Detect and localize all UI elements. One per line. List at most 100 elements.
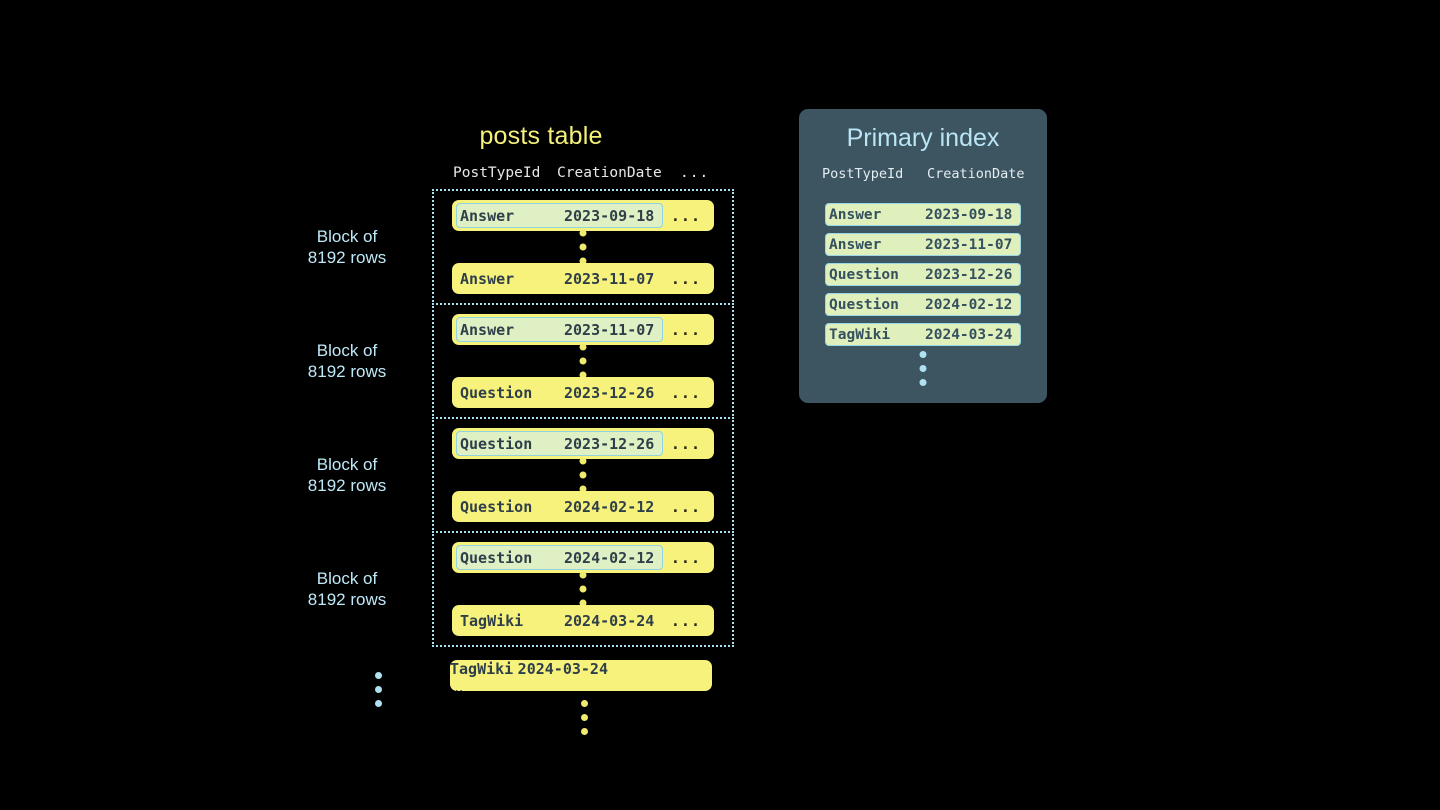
- index-cell-creationdate: 2023-09-18: [925, 206, 1013, 223]
- cell-more: ...: [670, 269, 701, 288]
- cell-more: ...: [670, 383, 701, 402]
- cell-posttypeid: Answer: [460, 320, 515, 339]
- cell-creationdate: 2023-11-07: [564, 320, 655, 339]
- dot: [579, 599, 587, 607]
- index-cell-posttypeid: Question: [829, 296, 899, 313]
- index-cell-creationdate: 2024-03-24: [925, 326, 1013, 343]
- dot: [579, 485, 587, 493]
- table-row: Question 2024-02-12 ...: [452, 542, 714, 573]
- cell-more: ...: [670, 611, 701, 630]
- dot: [581, 728, 588, 735]
- row-cells-highlighted: Question 2024-02-12: [456, 545, 663, 570]
- blocks-column: Block of 8192 rows Answer 2023-09-18 ...…: [308, 189, 734, 647]
- column-header-creationdate: CreationDate: [557, 165, 662, 181]
- cell-posttypeid: Question: [460, 383, 533, 402]
- row-cells-highlighted: Answer 2023-09-18: [456, 203, 663, 228]
- index-row: Question 2024-02-12: [825, 293, 1021, 316]
- index-column-header-posttypeid: PostTypeId: [822, 166, 904, 182]
- primary-index-title: Primary index: [846, 124, 1000, 152]
- cell-creationdate: 2023-12-26: [564, 434, 655, 453]
- dot: [579, 471, 587, 479]
- block-3-label: Block of 8192 rows: [272, 454, 422, 497]
- block-4: Block of 8192 rows Question 2024-02-12 .…: [308, 531, 734, 647]
- cell-more: ...: [670, 206, 701, 225]
- cell-posttypeid: Question: [460, 497, 533, 516]
- dot: [581, 700, 588, 707]
- dot: [375, 672, 382, 679]
- row-cells-highlighted: TagWiki 2024-03-24: [450, 660, 712, 679]
- table-row: TagWiki 2024-03-24 ...: [452, 605, 714, 636]
- cell-posttypeid: Answer: [460, 206, 515, 225]
- vertical-ellipsis-dots: [579, 457, 587, 493]
- table-row: Answer 2023-09-18 ...: [452, 200, 714, 231]
- index-cell-posttypeid: Answer: [829, 206, 882, 223]
- dot: [579, 457, 587, 465]
- cell-more: ...: [450, 679, 464, 696]
- dot: [375, 686, 382, 693]
- block-3-label-line1: Block of: [316, 454, 378, 474]
- dot: [919, 379, 927, 386]
- cell-posttypeid: Question: [460, 548, 533, 567]
- cell-creationdate: 2024-03-24: [517, 660, 608, 678]
- table-row: Question 2024-02-12 ...: [452, 491, 714, 522]
- cell-creationdate: 2023-12-26: [564, 383, 655, 402]
- posts-table-column-headers: PostTypeId CreationDate ...: [432, 165, 717, 185]
- table-row-trailing: TagWiki 2024-03-24 ...: [450, 660, 712, 696]
- primary-index-panel: Primary index PostTypeId CreationDate An…: [799, 109, 1047, 403]
- dot: [919, 351, 927, 358]
- vertical-ellipsis-dots: [579, 343, 587, 379]
- cell-more: ...: [670, 548, 701, 567]
- row-cells: Question 2024-02-12: [456, 494, 663, 519]
- block-4-label-line1: Block of: [316, 568, 378, 588]
- index-cell-posttypeid: TagWiki: [829, 326, 891, 343]
- cell-creationdate: 2024-02-12: [564, 497, 655, 516]
- dot: [579, 243, 587, 251]
- primary-index-rows: Answer 2023-09-18 Answer 2023-11-07 Ques…: [825, 203, 1021, 353]
- cell-posttypeid: TagWiki: [460, 611, 524, 630]
- row-cells: Answer 2023-11-07: [456, 266, 663, 291]
- cell-posttypeid: Question: [460, 434, 533, 453]
- index-cell-creationdate: 2023-11-07: [925, 236, 1013, 253]
- index-cell-creationdate: 2024-02-12: [925, 296, 1013, 313]
- blocks-continuation-dots: [375, 672, 382, 707]
- block-3: Block of 8192 rows Question 2023-12-26 .…: [308, 417, 734, 533]
- index-cell-posttypeid: Answer: [829, 236, 882, 253]
- cell-creationdate: 2024-02-12: [564, 548, 655, 567]
- row-cells: TagWiki 2024-03-24: [456, 608, 663, 633]
- block-1-label: Block of 8192 rows: [272, 226, 422, 269]
- block-2-label-line1: Block of: [316, 340, 378, 360]
- block-1-label-line2: 8192 rows: [307, 248, 387, 267]
- block-2-label: Block of 8192 rows: [272, 340, 422, 383]
- dot: [579, 257, 587, 265]
- vertical-ellipsis-dots: [579, 229, 587, 265]
- index-row: Answer 2023-11-07: [825, 233, 1021, 256]
- cell-posttypeid: Answer: [460, 269, 515, 288]
- block-2: Block of 8192 rows Answer 2023-11-07 ...…: [308, 303, 734, 419]
- cell-posttypeid: TagWiki: [450, 660, 514, 678]
- dot: [375, 700, 382, 707]
- table-row: Question 2023-12-26 ...: [452, 377, 714, 408]
- cell-more: ...: [670, 434, 701, 453]
- dot: [581, 714, 588, 721]
- block-1: Block of 8192 rows Answer 2023-09-18 ...…: [308, 189, 734, 305]
- cell-creationdate: 2023-11-07: [564, 269, 655, 288]
- index-continuation-dots: [919, 351, 927, 386]
- row-cells: Question 2023-12-26: [456, 380, 663, 405]
- index-cell-posttypeid: Question: [829, 266, 899, 283]
- block-3-label-line2: 8192 rows: [307, 476, 387, 495]
- index-cell-creationdate: 2023-12-26: [925, 266, 1013, 283]
- block-2-label-line2: 8192 rows: [307, 362, 387, 381]
- index-column-header-creationdate: CreationDate: [927, 166, 1025, 182]
- block-4-label: Block of 8192 rows: [272, 568, 422, 611]
- dot: [579, 229, 587, 237]
- index-row: Question 2023-12-26: [825, 263, 1021, 286]
- table-continuation-dots: [581, 700, 588, 735]
- dot: [579, 585, 587, 593]
- table-row: Answer 2023-11-07 ...: [452, 314, 714, 345]
- dot: [919, 365, 927, 372]
- block-1-label-line1: Block of: [316, 226, 378, 246]
- block-4-label-line2: 8192 rows: [307, 590, 387, 609]
- cell-creationdate: 2023-09-18: [564, 206, 655, 225]
- posts-table-diagram: posts table PostTypeId CreationDate ... …: [308, 112, 750, 752]
- row-cells-highlighted: Answer 2023-11-07: [456, 317, 663, 342]
